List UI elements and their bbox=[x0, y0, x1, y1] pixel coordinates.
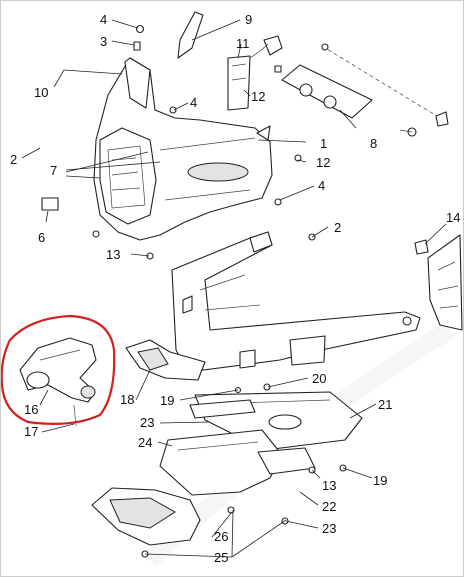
highlight-circle bbox=[0, 314, 116, 425]
callout-12-top: 12 bbox=[251, 89, 265, 104]
callout-10: 10 bbox=[34, 85, 48, 100]
callout-9: 9 bbox=[245, 12, 252, 27]
callout-2-right: 2 bbox=[334, 220, 341, 235]
callout-8: 8 bbox=[370, 136, 377, 151]
callout-17: 17 bbox=[24, 424, 38, 439]
callout-26: 26 bbox=[214, 529, 228, 544]
right-side-hardware bbox=[321, 43, 449, 137]
gasket-part-22 bbox=[257, 447, 316, 475]
callout-23-bottom: 23 bbox=[322, 521, 336, 536]
callout-13-left: 13 bbox=[106, 247, 120, 262]
panel-part-24 bbox=[159, 429, 283, 496]
callout-13-bottom: 13 bbox=[322, 478, 336, 493]
callout-22: 22 bbox=[322, 499, 336, 514]
callout-19-right: 19 bbox=[373, 473, 387, 488]
shock-mount-part-16 bbox=[19, 337, 97, 403]
callout-12-right: 12 bbox=[316, 155, 330, 170]
callout-2-left: 2 bbox=[10, 152, 17, 167]
callout-labels: 1 2 2 3 4 4 4 6 7 8 9 10 11 12 12 13 13 … bbox=[10, 12, 460, 565]
block-part-6 bbox=[41, 197, 59, 211]
engine-part-14 bbox=[414, 234, 463, 331]
callout-20: 20 bbox=[312, 371, 326, 386]
callout-4-top: 4 bbox=[100, 12, 107, 27]
main-frame bbox=[125, 231, 421, 381]
callout-11: 11 bbox=[236, 36, 250, 51]
callout-4-middle: 4 bbox=[190, 95, 197, 110]
callout-16: 16 bbox=[24, 402, 38, 417]
callout-1: 1 bbox=[320, 136, 327, 151]
leader-lines bbox=[21, 19, 447, 558]
mount-plate-part-8 bbox=[281, 64, 373, 119]
callout-7: 7 bbox=[50, 163, 57, 178]
callout-18: 18 bbox=[120, 392, 134, 407]
callout-23-left: 23 bbox=[140, 415, 154, 430]
callout-3: 3 bbox=[100, 34, 107, 49]
callout-25: 25 bbox=[214, 550, 228, 565]
callout-24: 24 bbox=[138, 435, 152, 450]
lower-cover-part-25 bbox=[91, 487, 201, 546]
strip-part-23 bbox=[189, 399, 256, 419]
callout-14: 14 bbox=[446, 210, 460, 225]
callout-6: 6 bbox=[38, 230, 45, 245]
callout-19-left: 19 bbox=[160, 393, 174, 408]
front-bulkhead-part-1 bbox=[93, 11, 302, 241]
callout-4-right: 4 bbox=[318, 178, 325, 193]
callout-21: 21 bbox=[378, 397, 392, 412]
